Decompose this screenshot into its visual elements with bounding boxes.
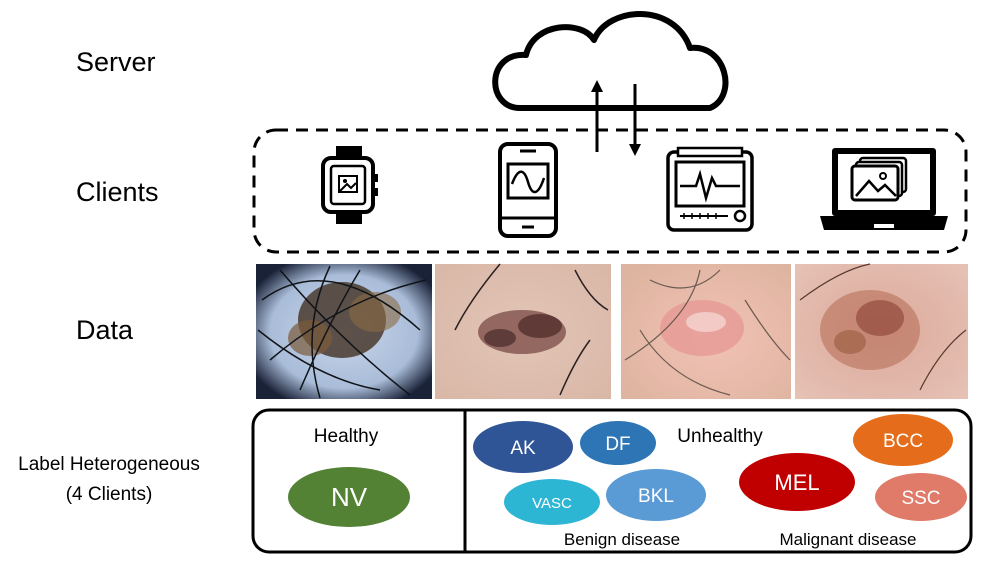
download-arrow-icon [629, 84, 641, 156]
label-box [251, 408, 973, 554]
label-heterogeneous-line2: (4 Clients) [65, 484, 153, 505]
laptop-icon [820, 148, 948, 230]
smartwatch-icon [321, 146, 378, 224]
dermoscopy-image-4 [795, 263, 968, 399]
clients-label: Clients [76, 177, 159, 207]
dermoscopy-image-2 [435, 263, 611, 399]
class-df: DF [580, 421, 656, 465]
class-bcc-ellipse [853, 414, 953, 466]
upload-arrow-icon [591, 80, 603, 152]
smartphone-icon [498, 142, 558, 238]
healthy-title: Healthy [314, 426, 379, 447]
class-ak-text: AK [510, 438, 536, 459]
class-bkl: BKL [606, 469, 706, 521]
class-df-text: DF [605, 434, 630, 455]
data-label: Data [76, 315, 134, 345]
dermoscopy-image-1 [256, 264, 432, 399]
class-df-ellipse [580, 421, 656, 465]
class-nv: NV [288, 467, 410, 527]
unhealthy-title: Unhealthy [677, 426, 763, 447]
cloud-icon [492, 11, 729, 111]
clients-box [252, 128, 968, 254]
benign-caption: Benign disease [564, 530, 680, 549]
class-bkl-text: BKL [638, 486, 674, 507]
server-label: Server [76, 47, 156, 77]
medical-monitor-icon [666, 146, 754, 232]
class-vasc-ellipse [504, 479, 600, 525]
class-nv-ellipse [288, 467, 410, 527]
class-ak-ellipse [473, 421, 573, 473]
class-ssc-ellipse [875, 473, 967, 521]
class-vasc-text: VASC [532, 495, 572, 512]
class-ssc: SSC [875, 473, 967, 521]
malignant-caption: Malignant disease [779, 530, 916, 549]
class-ak: AK [473, 421, 573, 473]
dermoscopy-image-3 [621, 264, 791, 399]
class-mel-text: MEL [774, 470, 819, 495]
class-bcc-text: BCC [883, 431, 923, 452]
class-ssc-text: SSC [901, 488, 940, 509]
class-nv-text: NV [331, 482, 368, 512]
label-heterogeneous-label: Label Heterogeneous (4 Clients) [0, 450, 218, 510]
class-mel-ellipse [739, 453, 855, 511]
class-bkl-ellipse [606, 469, 706, 521]
class-vasc: VASC [504, 479, 600, 525]
class-mel: MEL [739, 453, 855, 511]
class-bcc: BCC [853, 414, 953, 466]
label-heterogeneous-line1: Label Heterogeneous [18, 454, 200, 475]
